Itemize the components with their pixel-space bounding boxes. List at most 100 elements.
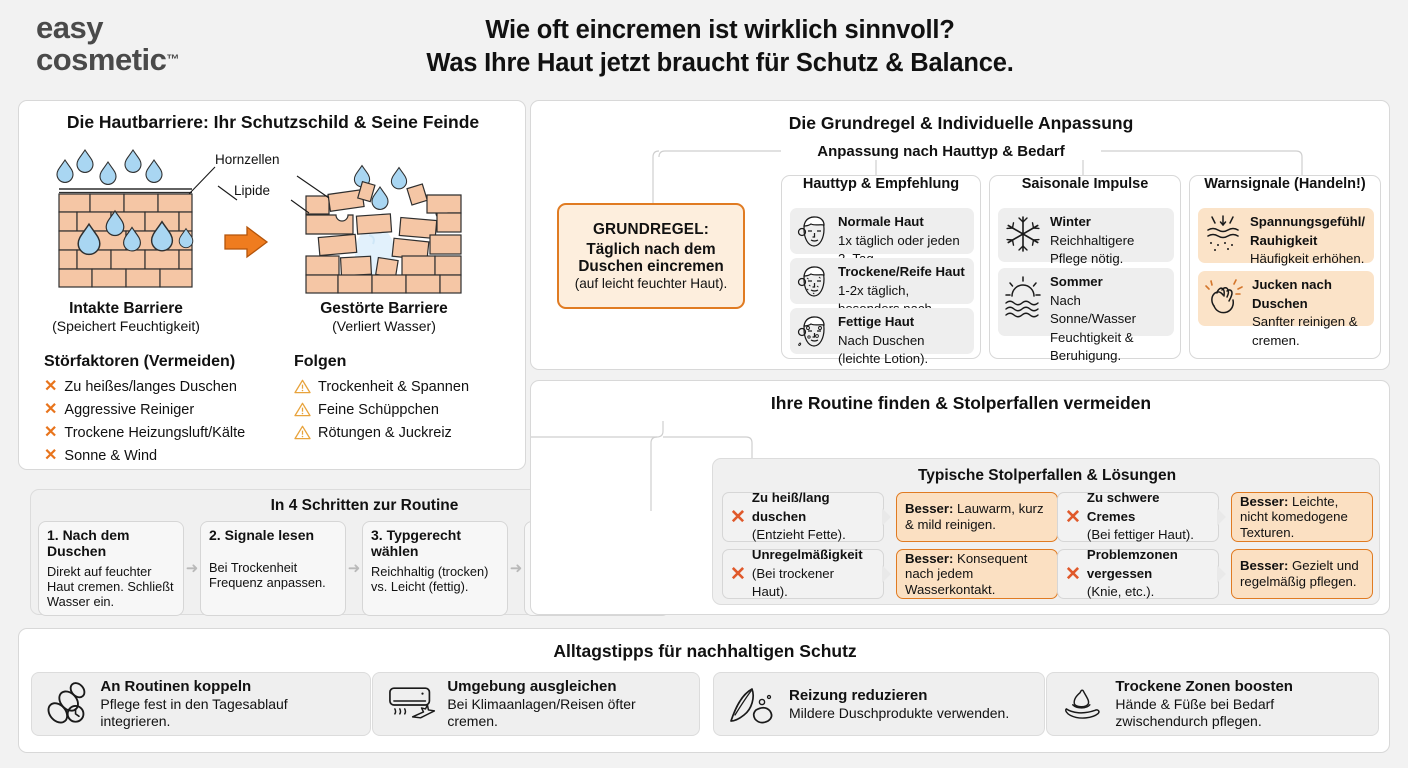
leader-lines bbox=[188, 166, 330, 214]
list-item-label: Feine Schüppchen bbox=[318, 401, 439, 418]
tip-card-text: Reizung reduzieren Mildere Duschprodukte… bbox=[789, 687, 1009, 722]
solution-body: Gezielt und regelmäßig pflegen. bbox=[1240, 558, 1359, 589]
problem-title: Zu schwere Cremes bbox=[1086, 490, 1160, 524]
x-icon: ✕ bbox=[44, 446, 58, 464]
stolperfalle-solution-1[interactable]: Besser: Lauwarm, kurz & mild reinigen. bbox=[896, 492, 1058, 542]
saisonal-item-desc: Reichhaltigere Pflege nötig. bbox=[1050, 232, 1135, 267]
routine-step-1[interactable]: 1. Nach dem Duschen Direkt auf feuchter … bbox=[38, 521, 184, 616]
routine-step-body: Reichhaltig (trocken) vs. Leicht (fettig… bbox=[371, 563, 489, 594]
grundregel-line-1: GRUNDREGEL: bbox=[592, 220, 710, 238]
brand-logo: easy cosmetic™ bbox=[36, 12, 179, 75]
list-item-label: Aggressive Reiniger bbox=[64, 401, 195, 418]
stoerfaktoren-heading: Störfaktoren (Vermeiden) bbox=[44, 353, 236, 370]
air-conditioner-icon bbox=[389, 687, 436, 719]
tip-card-text: Umgebung ausgleichen Bei Klimaanlagen/Re… bbox=[447, 678, 687, 730]
problem-detail: (Entzieht Fette). bbox=[751, 527, 846, 543]
intact-barrier-group bbox=[56, 149, 194, 288]
solution-label: Besser: bbox=[905, 550, 954, 566]
warning-triangle-icon bbox=[294, 402, 311, 417]
hauttyp-item-desc: Nach Duschen (leichte Lotion). bbox=[838, 332, 929, 367]
tip-card-title: Trockene Zonen boosten bbox=[1115, 678, 1293, 696]
routine-step-body: Bei Trockenheit Frequenz anpassen. bbox=[209, 559, 326, 591]
saisonal-item-title: Winter bbox=[1050, 214, 1091, 229]
warnsignale-subpanel-title: Warnsignale (Handeln!) bbox=[1204, 176, 1366, 192]
grundregel-line-2: Täglich nach dem Duschen eincremen bbox=[578, 240, 724, 275]
hauttyp-item-title: Trockene/Reife Haut bbox=[838, 264, 965, 279]
hauttyp-item-dry[interactable]: Trockene/Reife Haut 1-2x täglich, besond… bbox=[790, 258, 974, 335]
tip-card-trockene-zonen[interactable]: Trockene Zonen boosten Hände & Füße bei … bbox=[1046, 672, 1379, 736]
hauttyp-item-normal[interactable]: Normale Haut 1x täglich oder jeden 2. Ta… bbox=[790, 208, 974, 266]
pointer-notch-icon bbox=[882, 565, 891, 583]
tip-card-reizung[interactable]: Reizung reduzieren Mildere Duschprodukte… bbox=[713, 672, 1045, 736]
hauttyp-subpanel-title: Hauttyp & Empfehlung bbox=[802, 176, 960, 192]
grundregel-box: GRUNDREGEL: Täglich nach dem Duschen ein… bbox=[557, 203, 745, 309]
damaged-barrier-caption-main: Gestörte Barriere bbox=[320, 300, 448, 317]
stolperfalle-problem-4[interactable]: ✕ Problemzonen vergessen (Knie, etc.). bbox=[1057, 546, 1226, 601]
stolperfalle-problem-3[interactable]: ✕ Zu schwere Cremes (Bei fettiger Haut). bbox=[1057, 490, 1226, 543]
stolperfalle-problem-1[interactable]: ✕ Zu heiß/lang duschen (Entzieht Fette). bbox=[722, 490, 891, 543]
routine-step-body: Direkt auf feuchter Haut cremen. Schließ… bbox=[47, 563, 174, 610]
saisonal-item-winter[interactable]: Winter Reichhaltigere Pflege nötig. bbox=[998, 208, 1174, 266]
barrier-illustration-svg bbox=[56, 149, 462, 294]
list-item: Feine Schüppchen bbox=[294, 398, 524, 421]
folgen-heading: Folgen bbox=[294, 353, 347, 370]
x-icon: ✕ bbox=[44, 400, 58, 418]
chain-clock-icon bbox=[47, 682, 86, 724]
tip-card-title: Reizung reduzieren bbox=[789, 686, 928, 704]
problem-detail: (Bei fettiger Haut). bbox=[1086, 527, 1194, 543]
routine-steps-title: In 4 Schritten zur Routine bbox=[270, 497, 459, 514]
tip-card-desc: Mildere Duschprodukte verwenden. bbox=[789, 704, 1010, 721]
routine-step-2[interactable]: 2. Signale lesen Bei Trockenheit Frequen… bbox=[200, 521, 346, 616]
hauttyp-item-title: Fettige Haut bbox=[838, 314, 915, 329]
pointer-notch-icon bbox=[1217, 508, 1226, 526]
x-icon: ✕ bbox=[1065, 506, 1081, 528]
routine-step-head: 2. Signale lesen bbox=[209, 527, 315, 543]
saisonal-item-sommer[interactable]: Sommer Nach Sonne/Wasser Feuchtigkeit & … bbox=[998, 268, 1174, 363]
routine-connector-lines bbox=[531, 421, 753, 511]
face-normal-icon bbox=[797, 216, 825, 247]
hauttyp-item-oily[interactable]: Fettige Haut Nach Duschen (leichte Lotio… bbox=[790, 308, 974, 366]
warnsignal-item-itch[interactable]: Jucken nach Duschen Sanfter reinigen & c… bbox=[1198, 271, 1374, 348]
tip-card-umgebung[interactable]: Umgebung ausgleichen Bei Klimaanlagen/Re… bbox=[372, 672, 700, 736]
list-item: ✕ Aggressive Reiniger bbox=[44, 398, 299, 421]
solution-text: Besser: Gezielt und regelmäßig pflegen. bbox=[1240, 558, 1364, 589]
stolperfalle-solution-2[interactable]: Besser: Konsequent nach jedem Wasserkont… bbox=[896, 549, 1058, 599]
warnsignal-item-title: Spannungsgefühl/ Rauhigkeit bbox=[1250, 214, 1366, 248]
alltagstipps-title: Alltagstipps für nachhaltigen Schutz bbox=[553, 641, 857, 661]
solution-body: Leichte, nicht komedogene Texturen. bbox=[1240, 493, 1348, 540]
alltagstipps-panel: Alltagstipps für nachhaltigen Schutz An … bbox=[18, 628, 1390, 753]
saisonal-item-text: Sommer Nach Sonne/Wasser Feuchtigkeit & … bbox=[1050, 273, 1167, 366]
barrier-diagram: Hornzellen Lipide Intakte Barriere (Spei… bbox=[19, 143, 527, 343]
warnsignal-item-tightness[interactable]: Spannungsgefühl/ Rauhigkeit Häufigkeit e… bbox=[1198, 208, 1374, 266]
transition-arrow bbox=[224, 225, 269, 259]
hauttyp-item-title: Normale Haut bbox=[838, 214, 924, 229]
solution-body: Lauwarm, kurz & mild reinigen. bbox=[905, 501, 1044, 532]
label-hornzellen: Hornzellen bbox=[215, 152, 280, 167]
solution-label: Besser: bbox=[1240, 493, 1289, 509]
warning-triangle-icon bbox=[294, 379, 311, 394]
logo-line-1: easy bbox=[36, 10, 103, 45]
stolperfalle-solution-3[interactable]: Besser: Leichte, nicht komedogene Textur… bbox=[1231, 492, 1373, 542]
stolperfallen-title: Typische Stolperfallen & Lösungen bbox=[917, 467, 1177, 484]
grundregel-panel: Die Grundregel & Individuelle Anpassung … bbox=[530, 100, 1390, 370]
stolperfalle-problem-2[interactable]: ✕ Unregelmäßigkeit (Bei trockener Haut). bbox=[722, 546, 891, 601]
x-icon: ✕ bbox=[44, 377, 58, 395]
warnsignale-subpanel: Warnsignale (Handeln!) Spannungsg bbox=[1189, 175, 1381, 359]
damaged-barrier-group bbox=[305, 165, 462, 294]
tip-card-desc: Hände & Füße bei Bedarf zwischendurch pf… bbox=[1115, 696, 1275, 729]
routine-step-3[interactable]: 3. Typgerecht wählen Reichhaltig (trocke… bbox=[362, 521, 508, 616]
list-item: Rötungen & Juckreiz bbox=[294, 421, 524, 444]
x-icon: ✕ bbox=[44, 423, 58, 441]
tip-card-desc: Pflege fest in den Tagesablauf integrier… bbox=[100, 696, 288, 729]
saisonale-subpanel-title: Saisonale Impulse bbox=[1021, 176, 1149, 192]
x-icon: ✕ bbox=[730, 506, 746, 528]
x-icon: ✕ bbox=[730, 563, 746, 585]
problem-text: Unregelmäßigkeit (Bei trockener Haut). bbox=[752, 546, 873, 601]
branch-label-anpassung: Anpassung nach Hauttyp & Bedarf bbox=[781, 143, 1101, 160]
stolperfalle-solution-4[interactable]: Besser: Gezielt und regelmäßig pflegen. bbox=[1231, 549, 1373, 599]
hand-cream-icon bbox=[1065, 689, 1100, 719]
tip-card-routinen[interactable]: An Routinen koppeln Pflege fest in den T… bbox=[31, 672, 371, 736]
header: easy cosmetic™ Wie oft eincremen ist wir… bbox=[0, 0, 1408, 90]
intact-barrier-caption: Intakte Barriere (Speichert Feuchtigkeit… bbox=[21, 300, 231, 334]
problem-text: Problemzonen vergessen (Knie, etc.). bbox=[1087, 546, 1208, 601]
